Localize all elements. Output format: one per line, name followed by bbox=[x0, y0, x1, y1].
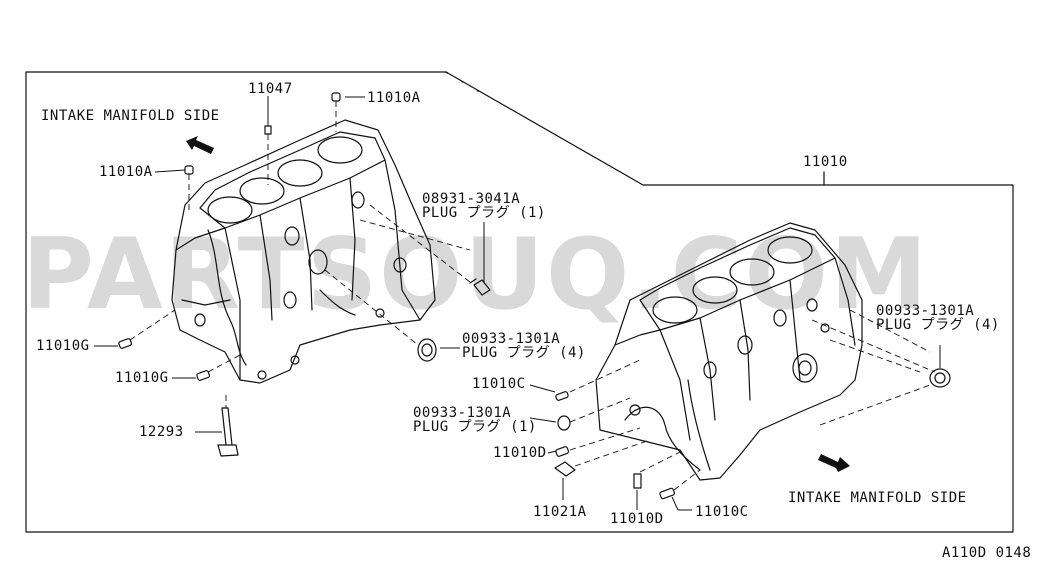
left-cylinder-block bbox=[171, 119, 436, 384]
part-label-11010: 11010 bbox=[803, 154, 848, 170]
part-number: 00933-1301A bbox=[876, 303, 975, 319]
plug-11021a bbox=[554, 461, 576, 477]
part-label-08931-3041a: 08931-3041A PLUG プラグ (1) bbox=[422, 192, 546, 220]
arrow-intake-left-icon bbox=[186, 136, 214, 154]
pin-11010g-1 bbox=[118, 338, 133, 349]
part-description: PLUG プラグ (1) bbox=[422, 205, 546, 221]
plug-00933-small bbox=[557, 415, 571, 431]
watermark: PARTSOUQ.COM bbox=[22, 218, 930, 332]
pin-11010c-2 bbox=[659, 487, 675, 500]
part-number: 08931-3041A bbox=[422, 191, 521, 207]
part-number: 00933-1301A bbox=[462, 331, 561, 347]
pin-11010g-2 bbox=[196, 370, 211, 381]
dowel-11010a-top bbox=[331, 92, 341, 102]
part-label-11021a: 11021A bbox=[533, 504, 587, 520]
pin-11010d-2 bbox=[633, 473, 642, 489]
part-description: PLUG プラグ (4) bbox=[876, 317, 1000, 333]
part-label-12293: 12293 bbox=[139, 424, 184, 440]
part-label-11010g-1: 11010G bbox=[36, 338, 90, 354]
part-label-11047: 11047 bbox=[248, 81, 293, 97]
plug-00933-left bbox=[417, 338, 437, 362]
intake-manifold-side-label-left: INTAKE MANIFOLD SIDE bbox=[41, 108, 220, 124]
part-label-11010a-top: 11010A bbox=[367, 90, 421, 106]
part-label-11010g-2: 11010G bbox=[115, 370, 169, 386]
plug-08931 bbox=[469, 278, 491, 296]
right-cylinder-block bbox=[595, 222, 863, 481]
part-label-11010a-left: 11010A bbox=[99, 164, 153, 180]
part-description: PLUG プラグ (1) bbox=[413, 419, 537, 435]
part-label-11010c-1: 11010C bbox=[472, 376, 526, 392]
plug-00933-right bbox=[929, 368, 951, 388]
part-label-00933-1301a-right: 00933-1301A PLUG プラグ (4) bbox=[876, 304, 1000, 332]
part-label-11010c-2: 11010C bbox=[695, 504, 749, 520]
bolt-12293 bbox=[217, 407, 239, 457]
pin-11010c-1 bbox=[555, 391, 569, 401]
dowel-11047 bbox=[264, 125, 272, 135]
dowel-11010a-left bbox=[184, 165, 194, 175]
pin-11010d-1 bbox=[555, 446, 570, 457]
part-label-11010d-2: 11010D bbox=[610, 511, 664, 527]
part-number: 00933-1301A bbox=[413, 405, 512, 421]
intake-manifold-side-label-right: INTAKE MANIFOLD SIDE bbox=[788, 490, 967, 506]
part-label-00933-1301a-left: 00933-1301A PLUG プラグ (4) bbox=[462, 332, 586, 360]
part-label-00933-1301a-small: 00933-1301A PLUG プラグ (1) bbox=[413, 406, 537, 434]
part-label-11010d-1: 11010D bbox=[493, 445, 547, 461]
figure-code: A110D 0148 bbox=[942, 545, 1032, 561]
arrow-intake-right-icon bbox=[818, 454, 850, 472]
part-description: PLUG プラグ (4) bbox=[462, 345, 586, 361]
frame-outline bbox=[25, 71, 1014, 533]
